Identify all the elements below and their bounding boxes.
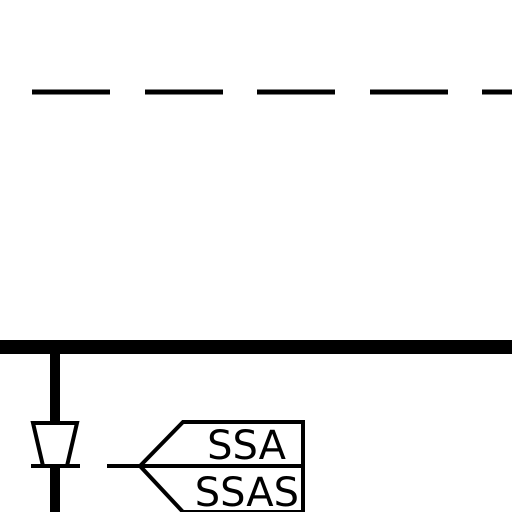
tag-top-label: SSA <box>207 423 287 469</box>
branch-line-upper <box>50 354 60 422</box>
tag-bottom-label: SSAS <box>195 470 299 512</box>
split-pentagon-tag: SSA SSAS <box>137 420 305 512</box>
main-header-line <box>0 340 512 354</box>
branch-line-lower <box>50 467 60 512</box>
trapezoid-reducer-icon <box>30 421 80 468</box>
